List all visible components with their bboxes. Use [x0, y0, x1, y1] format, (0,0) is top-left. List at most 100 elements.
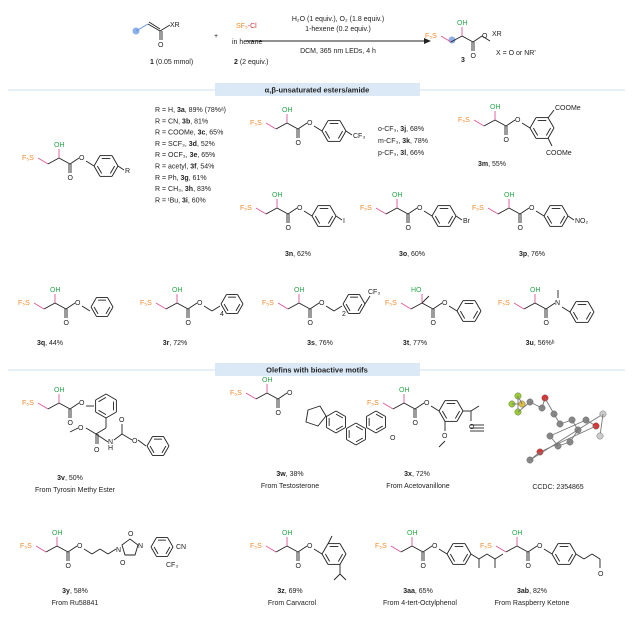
ccdc-number: CCDC: 2354865 — [532, 484, 583, 491]
atom-label: O — [469, 424, 475, 431]
ester-oxygen: O — [79, 400, 85, 407]
bond — [523, 302, 536, 310]
r-variant-entry: R = Ph, 3g, 61% — [155, 175, 207, 182]
bond — [211, 305, 221, 312]
bond — [345, 130, 353, 136]
carbonyl-oxygen: O — [296, 140, 302, 147]
x-definition: X = O or NR' — [496, 50, 536, 57]
compound-id: 3k — [402, 138, 410, 145]
bond — [474, 300, 482, 312]
compound-3z: 3z, 69% — [277, 588, 302, 595]
bond — [508, 207, 521, 215]
carbonyl-oxygen: O — [64, 320, 70, 327]
coome-group: COOMe — [546, 150, 572, 157]
bond — [90, 306, 97, 317]
bond — [69, 402, 80, 410]
bond — [411, 545, 424, 553]
condition-top-1: H₂O (1 equiv.), O₂ (1.8 equiv.) — [292, 16, 384, 23]
carbonyl-oxygen: O — [544, 320, 550, 327]
bond — [441, 410, 448, 419]
atom-label: XR — [170, 22, 180, 29]
bond — [265, 207, 278, 215]
sf5-group: F₅S — [385, 300, 397, 307]
bond — [321, 553, 329, 565]
bond — [275, 545, 288, 553]
reagent-2-label: 2 (2 equiv.) — [234, 59, 269, 66]
compound-id: 3t — [403, 340, 410, 347]
bond — [567, 215, 575, 221]
compound-yield: , 81% — [190, 118, 208, 125]
bond — [69, 427, 79, 433]
bond — [105, 306, 111, 315]
bond — [85, 160, 95, 167]
bond — [167, 537, 174, 548]
bond — [392, 402, 405, 410]
carbonyl-oxygen: O — [431, 320, 437, 327]
r-group: R = CH₃, — [155, 186, 185, 193]
ester-oxygen: O — [424, 400, 430, 407]
condition-bottom: DCM, 365 nm LEDs, 4 h — [300, 48, 376, 55]
bond — [95, 411, 107, 419]
bond — [287, 302, 300, 310]
ester-oxygen: O — [319, 300, 325, 307]
bond — [161, 445, 167, 454]
bond — [335, 427, 346, 434]
bond — [237, 294, 244, 305]
bond — [583, 553, 593, 560]
compound-yield: , 44% — [45, 340, 63, 347]
bond — [359, 303, 366, 314]
bond — [91, 548, 101, 555]
carbonyl-oxygen: O — [308, 320, 314, 327]
bond — [95, 393, 107, 401]
r-group: R = H, — [155, 107, 177, 114]
bond — [446, 553, 454, 565]
chain-length: 2 — [342, 311, 346, 318]
bond — [569, 543, 577, 555]
compound-yield: , 55% — [488, 161, 506, 168]
bond — [532, 127, 539, 136]
bond — [448, 305, 458, 312]
ester-oxygen: O — [307, 120, 313, 127]
bond — [547, 117, 555, 129]
hydroxyl-group: OH — [399, 387, 410, 394]
bond — [543, 548, 553, 555]
bond — [345, 303, 351, 312]
bond — [150, 546, 157, 557]
bond — [220, 303, 227, 314]
bond — [311, 215, 319, 227]
compound-id: 3y — [62, 588, 70, 595]
reactant-id: 1 — [150, 59, 154, 66]
bond — [534, 302, 547, 310]
bond — [337, 130, 344, 139]
bond — [220, 294, 227, 305]
compound-3p: 3p, 76% — [519, 251, 545, 258]
reaction-arrow-head — [424, 38, 431, 44]
reactant-1-label: 1 (0.05 mmol) — [150, 59, 193, 66]
bond — [456, 400, 464, 412]
section-olefins-title: Olefins with bioactive motifs — [266, 366, 368, 375]
compound-3x: 3x, 72% — [404, 471, 430, 478]
bond — [535, 210, 545, 217]
bond — [153, 546, 159, 555]
compound-yield: , 66% — [406, 150, 424, 157]
bond — [335, 413, 344, 419]
carbonyl-oxygen: O — [66, 563, 72, 570]
ester-oxygen: O — [77, 543, 83, 550]
compound-id: 3n — [285, 251, 293, 258]
bond — [390, 545, 402, 553]
compound-3t: 3t, 77% — [403, 340, 427, 347]
bond — [335, 410, 346, 417]
compound-yield: , 82% — [529, 588, 547, 595]
bond — [54, 302, 67, 310]
bond — [121, 433, 133, 441]
carbonyl-oxygen: O — [504, 137, 510, 144]
bond — [449, 553, 456, 562]
bond — [569, 553, 577, 565]
bond — [587, 311, 595, 323]
atom-label: O — [132, 438, 138, 445]
sf5-group: F₅S — [360, 205, 372, 212]
sf5-group: F₅S — [262, 300, 274, 307]
bond — [494, 119, 507, 127]
bond — [146, 436, 153, 447]
